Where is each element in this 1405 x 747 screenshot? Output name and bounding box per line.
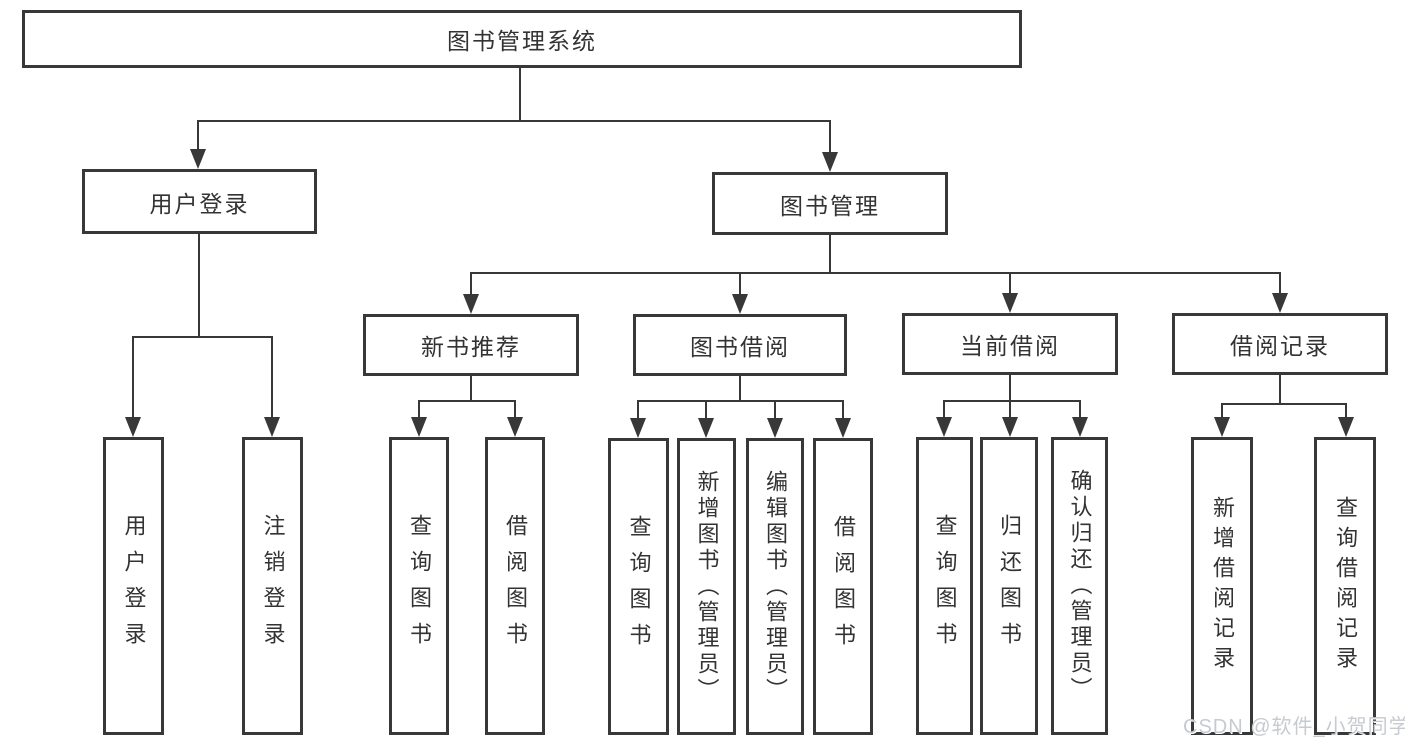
leaf-bb-query-books: 查询图书 bbox=[608, 438, 669, 735]
leaf-logout: 注销登录 bbox=[242, 437, 303, 735]
leaf-br-query-record: 查询借阅记录 bbox=[1314, 437, 1376, 735]
leaf-bb-query-books-label: 查询图书 bbox=[626, 514, 652, 659]
connector-line bbox=[705, 400, 707, 418]
leaf-bb-edit-books-admin-label: 编辑图书（管理员） bbox=[763, 469, 788, 704]
connector-line bbox=[943, 400, 1081, 402]
leaf-bb-add-books-admin-label: 新增图书（管理员） bbox=[694, 469, 720, 704]
leaf-cb-return-books: 归还图书 bbox=[980, 437, 1038, 735]
arrow-down-icon bbox=[732, 294, 748, 314]
connector-line bbox=[197, 120, 199, 150]
connector-line bbox=[1079, 400, 1081, 417]
arrow-down-icon bbox=[822, 152, 838, 172]
connector-line bbox=[1345, 403, 1347, 417]
leaf-bb-add-books-admin: 新增图书（管理员） bbox=[677, 438, 736, 735]
leaf-bb-borrow-books: 借阅图书 bbox=[813, 438, 873, 735]
arrow-down-icon bbox=[463, 294, 479, 314]
watermark: CSDN @软件_小贺同学 bbox=[1183, 716, 1405, 738]
connector-line bbox=[514, 400, 516, 417]
leaf-br-add-record: 新增借阅记录 bbox=[1191, 437, 1253, 735]
connector-line bbox=[519, 68, 521, 120]
node-root-label: 图书管理系统 bbox=[447, 28, 597, 54]
connector-line bbox=[739, 272, 741, 294]
arrow-down-icon bbox=[835, 418, 851, 438]
connector-line bbox=[1221, 403, 1223, 417]
leaf-user-login: 用户登录 bbox=[103, 437, 164, 735]
node-new-book-recommend: 新书推荐 bbox=[363, 314, 579, 376]
arrow-down-icon bbox=[1002, 293, 1018, 313]
node-borrowing-records: 借阅记录 bbox=[1172, 313, 1388, 375]
leaf-cb-query-books-label: 查询图书 bbox=[932, 514, 958, 658]
leaf-bb-borrow-books-label: 借阅图书 bbox=[831, 514, 856, 659]
node-root: 图书管理系统 bbox=[22, 10, 1022, 68]
leaf-nb-borrow-books: 借阅图书 bbox=[485, 437, 545, 735]
connector-line bbox=[842, 400, 844, 418]
connector-line bbox=[470, 272, 472, 294]
arrow-down-icon bbox=[1072, 417, 1088, 437]
connector-line bbox=[1009, 375, 1011, 400]
node-book-management-label: 图书管理 bbox=[780, 192, 880, 219]
leaf-br-add-record-label: 新增借阅记录 bbox=[1210, 496, 1235, 676]
arrow-down-icon bbox=[125, 417, 141, 437]
node-current-borrowing: 当前借阅 bbox=[902, 313, 1118, 375]
node-borrowing-records-label: 借阅记录 bbox=[1230, 333, 1330, 359]
arrow-down-icon bbox=[1338, 417, 1354, 437]
node-user-login: 用户登录 bbox=[82, 169, 317, 234]
leaf-cb-query-books: 查询图书 bbox=[916, 437, 973, 735]
node-book-borrowing: 图书借阅 bbox=[633, 314, 847, 376]
arrow-down-icon bbox=[767, 418, 783, 438]
connector-line bbox=[271, 336, 273, 417]
connector-line bbox=[943, 400, 945, 417]
leaf-cb-confirm-return-admin: 确认归还（管理员） bbox=[1051, 437, 1108, 735]
node-current-borrowing-label: 当前借阅 bbox=[960, 333, 1060, 359]
leaf-nb-query-books: 查询图书 bbox=[389, 437, 449, 735]
connector-line bbox=[132, 336, 273, 338]
arrow-down-icon bbox=[936, 417, 952, 437]
node-new-book-recommend-label: 新书推荐 bbox=[421, 334, 521, 360]
connector-line bbox=[739, 376, 741, 400]
connector-line bbox=[1279, 272, 1281, 293]
connector-line bbox=[470, 272, 1281, 274]
arrow-down-icon bbox=[1272, 293, 1288, 313]
connector-line bbox=[418, 400, 516, 402]
arrow-down-icon bbox=[507, 417, 523, 437]
arrow-down-icon bbox=[1002, 417, 1018, 437]
connector-line bbox=[774, 400, 776, 418]
connector-line bbox=[829, 235, 831, 272]
leaf-br-query-record-label: 查询借阅记录 bbox=[1333, 496, 1358, 676]
connector-line bbox=[470, 376, 472, 400]
node-book-borrowing-label: 图书借阅 bbox=[690, 334, 790, 360]
connector-line bbox=[198, 234, 200, 336]
connector-line bbox=[197, 120, 831, 122]
connector-line bbox=[637, 400, 639, 418]
connector-line bbox=[637, 400, 844, 402]
arrow-down-icon bbox=[1214, 417, 1230, 437]
node-user-login-label: 用户登录 bbox=[149, 190, 250, 217]
arrow-down-icon bbox=[411, 417, 427, 437]
arrow-down-icon bbox=[630, 418, 646, 438]
connector-line bbox=[1221, 403, 1347, 405]
arrow-down-icon bbox=[264, 417, 280, 437]
arrow-down-icon bbox=[698, 418, 714, 438]
arrow-down-icon bbox=[190, 149, 206, 169]
connector-line bbox=[1009, 400, 1011, 417]
connector-line bbox=[132, 336, 134, 417]
leaf-user-login-label: 用户登录 bbox=[121, 514, 147, 658]
connector-line bbox=[1279, 375, 1281, 403]
leaf-bb-edit-books-admin: 编辑图书（管理员） bbox=[746, 438, 804, 735]
leaf-cb-confirm-return-admin-label: 确认归还（管理员） bbox=[1067, 469, 1093, 703]
leaf-logout-label: 注销登录 bbox=[260, 514, 286, 658]
leaf-nb-query-books-label: 查询图书 bbox=[407, 514, 432, 658]
leaf-nb-borrow-books-label: 借阅图书 bbox=[503, 514, 528, 658]
node-book-management: 图书管理 bbox=[712, 172, 948, 235]
leaf-cb-return-books-label: 归还图书 bbox=[997, 514, 1022, 658]
connector-line bbox=[1009, 272, 1011, 293]
connector-line bbox=[418, 400, 420, 417]
connector-line bbox=[829, 120, 831, 153]
